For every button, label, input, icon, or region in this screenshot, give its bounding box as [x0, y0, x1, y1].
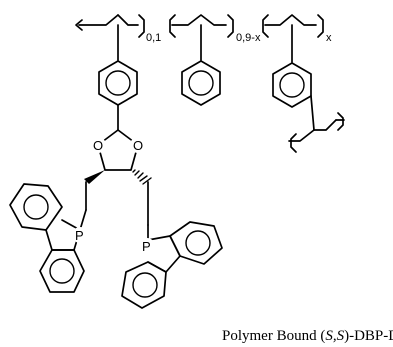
repeat-unit-3: x — [262, 14, 332, 63]
backbone-3 — [264, 14, 317, 26]
bracket-right-1 — [138, 14, 145, 38]
backbone-1a — [78, 14, 119, 26]
crosslink-bracket-right — [337, 112, 344, 131]
hash-bond-right — [132, 169, 152, 185]
phenyl-ring-3 — [272, 62, 312, 108]
subscript-unit-2: 0,9-x — [236, 32, 261, 44]
wedge-bond-left — [84, 170, 105, 184]
crosslink-chain-c — [288, 129, 315, 142]
svg-text:O: O — [93, 138, 103, 153]
dibenzophosphole-left — [9, 183, 87, 293]
crosslink-bond — [310, 95, 315, 131]
backbone-1b — [117, 14, 139, 26]
phosphorus-left-atom: P — [72, 227, 88, 243]
phenyl-ring-1 — [98, 60, 138, 106]
subscript-unit-3: x — [326, 32, 332, 44]
crosslink-group — [288, 95, 345, 153]
structure-caption: Polymer Bound (S,S)-DBP-DIOP — [222, 328, 393, 344]
bracket-left-1 — [75, 19, 83, 31]
subscript-unit-1: 0,1 — [146, 32, 161, 44]
bracket-right-3 — [317, 14, 324, 38]
oxygen-left-atom: O — [90, 137, 106, 153]
crosslink-bracket-left — [290, 133, 297, 153]
svg-text:P: P — [142, 239, 151, 254]
repeat-unit-2: 0,9-x — [169, 14, 261, 61]
crosslink-chain-a — [313, 119, 337, 131]
repeat-unit-1: 0,1 — [75, 14, 161, 61]
svg-text:P: P — [75, 228, 84, 243]
bracket-left-3 — [262, 14, 269, 38]
bracket-left-2 — [169, 14, 176, 38]
p-ch2-bond-left — [79, 209, 87, 231]
phenyl-ring-2 — [181, 60, 221, 106]
phosphorus-right-atom: P — [139, 238, 155, 254]
oxygen-right-atom: O — [130, 137, 146, 153]
dibenzophosphole-right — [121, 221, 223, 309]
backbone-2 — [171, 14, 227, 26]
svg-text:O: O — [133, 138, 143, 153]
bracket-right-2 — [227, 14, 234, 38]
